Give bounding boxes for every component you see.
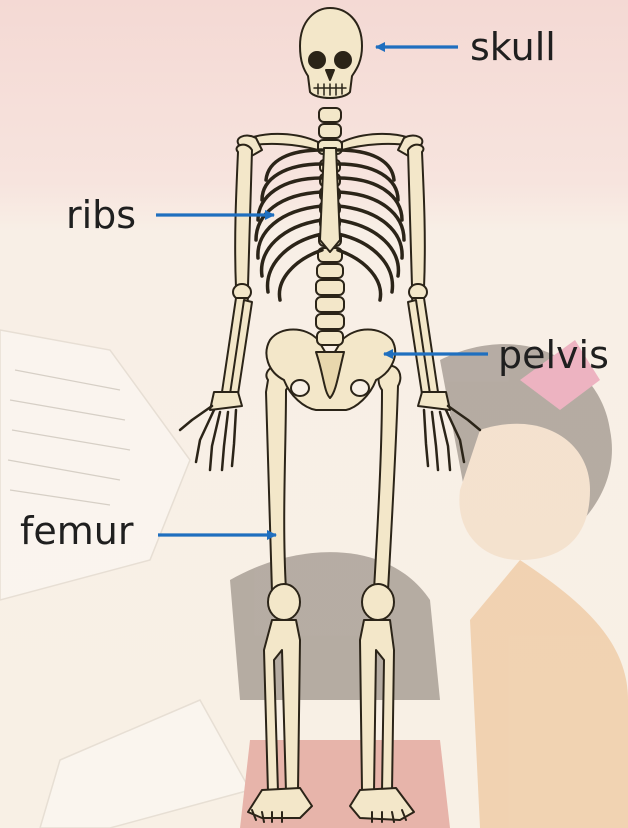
femur-label: femur: [20, 512, 133, 550]
pelvis-label: pelvis: [498, 336, 609, 374]
skull-label: skull: [470, 28, 556, 66]
sternum: [320, 148, 340, 252]
ribs-label: ribs: [66, 196, 136, 234]
